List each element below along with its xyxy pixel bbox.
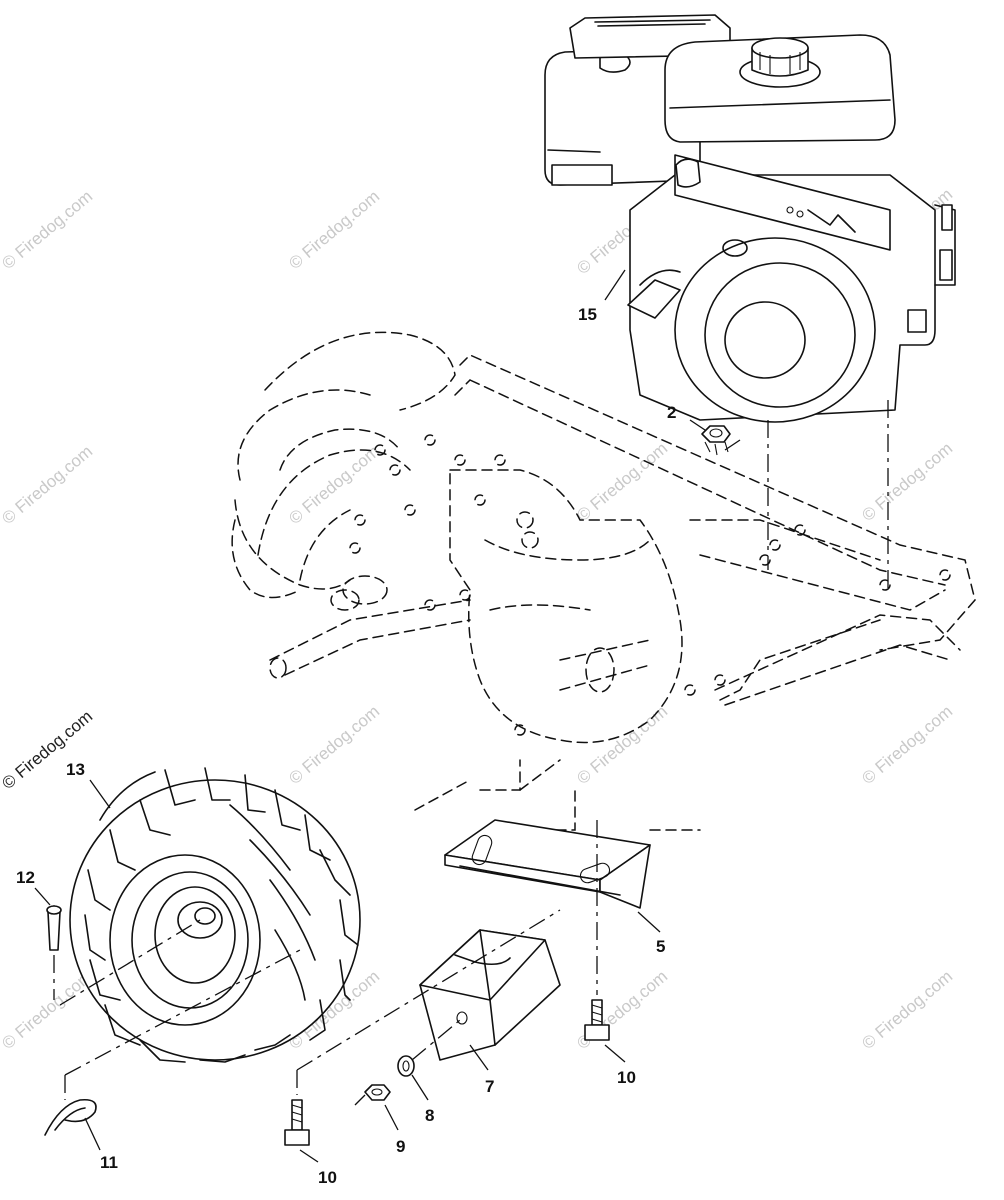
watermark: © Firedog.com (285, 442, 383, 528)
watermark: © Firedog.com (858, 702, 956, 788)
leader-13 (89, 779, 111, 809)
watermark: © Firedog.com (573, 702, 671, 788)
leader-7 (469, 1044, 489, 1071)
callouts: 15 2 13 12 5 10 7 8 9 10 11 (16, 305, 676, 1187)
part-2-lock-nut (689, 419, 741, 456)
part-8-washer (397, 1019, 461, 1101)
callout-15: 15 (578, 305, 597, 324)
watermark: © Firedog.com (858, 439, 956, 525)
callout-10: 10 (318, 1168, 337, 1187)
part-10-bolt-bottom (284, 909, 561, 1163)
callout-5: 5 (656, 937, 665, 956)
watermark: © Firedog.com (0, 967, 96, 1053)
watermark: © Firedog.com (573, 439, 671, 525)
callout-7: 7 (485, 1077, 494, 1096)
engine (544, 14, 956, 590)
callout-10: 10 (617, 1068, 636, 1087)
callout-8: 8 (425, 1106, 434, 1125)
tiller-frame-phantom (231, 331, 976, 831)
part-11-clip (44, 949, 301, 1151)
part-10-bolt-right (584, 820, 626, 1063)
callout-2: 2 (667, 403, 676, 422)
watermark: © Firedog.com (0, 187, 96, 273)
callout-13: 13 (66, 760, 85, 779)
leader-5 (637, 911, 661, 933)
watermark: © Firedog.com (285, 702, 383, 788)
watermark: © Firedog.com (0, 707, 96, 793)
part-5-bracket (444, 819, 651, 909)
part-7-block (419, 929, 561, 1061)
callout-9: 9 (396, 1137, 405, 1156)
part-12-pin (34, 887, 62, 1000)
callout-11: 11 (100, 1153, 118, 1172)
leader-15 (604, 269, 626, 301)
part-9-nut (354, 1084, 399, 1131)
watermark: © Firedog.com (285, 187, 383, 273)
watermark: © Firedog.com (858, 967, 956, 1053)
watermark: © Firedog.com (0, 442, 96, 528)
callout-12: 12 (16, 868, 35, 887)
part-13-wheel (59, 767, 361, 1063)
